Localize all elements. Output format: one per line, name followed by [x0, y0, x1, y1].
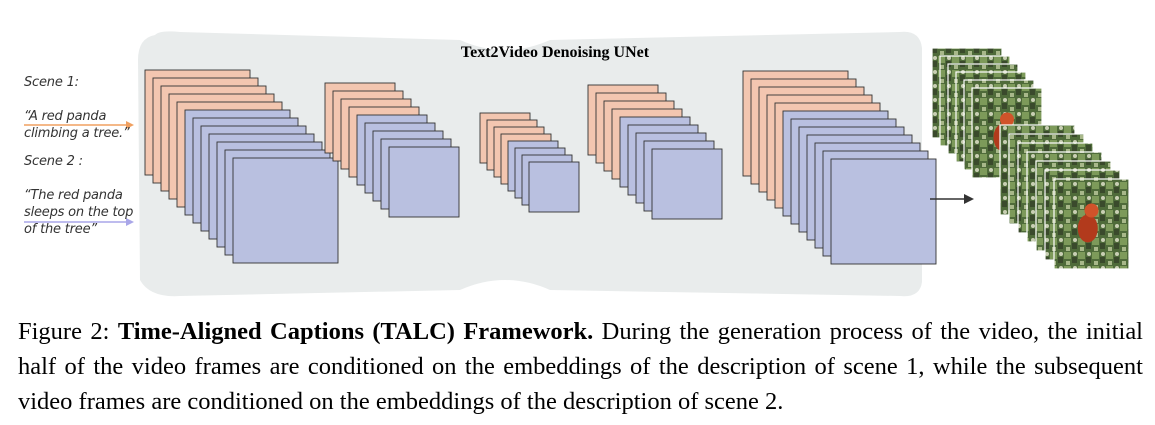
caption-body: During the generation process of the vid…: [18, 318, 1143, 415]
scene1-text: Scene 1: “A red panda climbing a tree.”: [24, 57, 130, 159]
scene2-frame: [528, 161, 580, 213]
scene2-frame: [232, 157, 339, 264]
caption-bold-title: Time-Aligned Captions (TALC) Framework.: [117, 318, 594, 345]
scene2-frame: [830, 158, 937, 265]
scene1-arrow: [24, 121, 134, 129]
scene1-label: Scene 1:: [24, 75, 79, 90]
scene1-quote: “A red panda climbing a tree.”: [24, 109, 130, 141]
caption-prefix: Figure 2:: [18, 318, 118, 345]
frame-stacks: [144, 69, 937, 265]
figure-caption: Figure 2: Time-Aligned Captions (TALC) F…: [18, 314, 1143, 419]
scene2-label: Scene 2 :: [24, 154, 83, 169]
bottleneck-block: [479, 112, 580, 213]
scene2-frame: [388, 146, 460, 218]
scene2-frame: [651, 148, 723, 220]
scene2-text: Scene 2 : “The red panda sleeps on the t…: [24, 136, 133, 255]
decoder-block-2: [742, 70, 937, 265]
red-panda-head: [1084, 203, 1099, 218]
diagram-title: Text2Video Denoising UNet: [460, 44, 650, 61]
decoder-block-1: [587, 84, 723, 220]
scene2-quote: “The red panda sleeps on the top of the …: [24, 188, 134, 237]
output-arrow: [930, 194, 974, 204]
scene2-arrow: [24, 218, 134, 226]
scene2-video-frames: [999, 124, 1130, 270]
red-panda-figure: [1077, 214, 1098, 243]
diagram: Scene 1: “A red panda climbing a tree.” …: [24, 31, 1130, 297]
encoder-block-1: [144, 69, 339, 264]
output-video-frames: [931, 47, 1130, 270]
unet-diagram: [24, 31, 1130, 297]
red-panda-head: [1000, 112, 1014, 127]
encoder-block-2: [324, 82, 460, 218]
